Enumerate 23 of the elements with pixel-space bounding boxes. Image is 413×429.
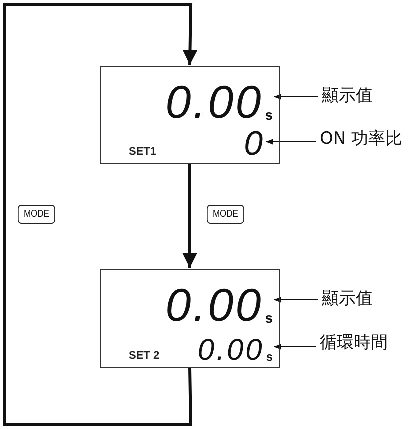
lcd-digits: 0.00 bbox=[166, 79, 264, 125]
unit-label: s bbox=[266, 351, 273, 363]
flow-arrow bbox=[4, 4, 198, 426]
lcd-digits: 0.00 bbox=[198, 336, 264, 366]
mode-key: MODE bbox=[18, 205, 56, 224]
lcd-digits: 0 bbox=[244, 127, 265, 161]
leader-line bbox=[274, 94, 318, 100]
callout-label: 顯示值 bbox=[322, 288, 373, 310]
lcd-digits: 0.00 bbox=[166, 282, 264, 328]
callout-label: 循環時間 bbox=[320, 332, 388, 354]
display-label: SET 2 bbox=[129, 350, 160, 362]
lcd-display-panel bbox=[100, 269, 280, 368]
leader-line bbox=[274, 344, 316, 350]
callout-label: ON 功率比 bbox=[320, 128, 403, 150]
unit-label: s bbox=[265, 108, 273, 122]
lcd-display-panel bbox=[100, 66, 280, 164]
callout-label: 顯示值 bbox=[322, 85, 373, 107]
mode-key: MODE bbox=[207, 205, 244, 224]
flow-arrow bbox=[182, 164, 198, 268]
display-label: SET1 bbox=[129, 146, 157, 158]
leader-line bbox=[266, 139, 316, 145]
unit-label: s bbox=[265, 311, 273, 325]
leader-line bbox=[274, 297, 318, 303]
